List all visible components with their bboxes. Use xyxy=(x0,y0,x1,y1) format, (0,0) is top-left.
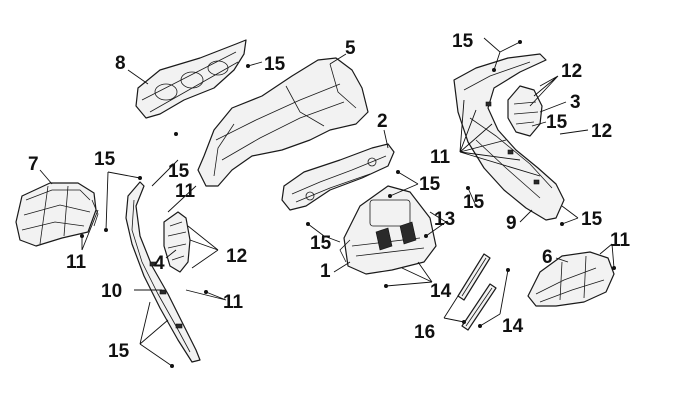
callout-12-upper-right: 12 xyxy=(561,61,582,82)
callout-15-left-top: 15 xyxy=(94,149,116,170)
callout-15-centre: 15 xyxy=(419,174,441,195)
part-16-rods xyxy=(457,253,497,331)
callout-14-right: 14 xyxy=(502,316,524,337)
part-2-dash-frame xyxy=(281,143,395,211)
callout-15-top-left: 15 xyxy=(264,54,286,75)
part-10-trim-strip xyxy=(125,181,201,363)
callout-15-far-right: 15 xyxy=(581,209,603,230)
fastener-pins xyxy=(80,40,616,368)
callout-4: 4 xyxy=(154,253,165,274)
part-1-center-housing xyxy=(339,185,437,275)
callout-12-right: 12 xyxy=(591,121,612,142)
part-4-bracket xyxy=(163,211,191,273)
callout-15-top-right: 15 xyxy=(452,31,474,52)
callout-15-centre-left: 15 xyxy=(168,161,190,182)
callout-15-right-mid: 15 xyxy=(546,112,568,133)
callout-13: 13 xyxy=(434,209,455,230)
callout-11-right-cluster: 11 xyxy=(430,147,451,168)
callout-14-centre: 14 xyxy=(430,281,452,302)
callout-10: 10 xyxy=(101,281,122,302)
callout-15-housing-left: 15 xyxy=(310,233,332,254)
callout-16: 16 xyxy=(414,322,435,343)
callout-6: 6 xyxy=(542,247,553,268)
callout-3: 3 xyxy=(570,92,581,113)
part-6-right-side-cover xyxy=(527,251,615,307)
part-7-left-side-cover xyxy=(15,182,99,247)
callout-15-bottom-left: 15 xyxy=(108,341,130,362)
callout-2: 2 xyxy=(377,111,388,132)
callout-5: 5 xyxy=(345,38,356,59)
callout-11-left: 11 xyxy=(66,252,87,273)
part-5-upper-shroud xyxy=(197,57,369,187)
callout-11-bottom-right: 11 xyxy=(610,230,631,251)
callout-8: 8 xyxy=(115,53,126,74)
callout-1: 1 xyxy=(320,261,331,282)
callout-11-bottom: 11 xyxy=(223,292,244,313)
callout-15-mid-right: 15 xyxy=(463,192,485,213)
callout-11-left-mid: 11 xyxy=(175,181,196,202)
callout-labels: 15 8 5 15 12 3 15 12 2 7 15 11 15 11 15 … xyxy=(28,31,631,362)
part-9-right-side-panel xyxy=(453,53,565,221)
part-8-upper-panel xyxy=(135,39,247,119)
callout-12-left: 12 xyxy=(226,246,247,267)
callout-9: 9 xyxy=(506,213,517,234)
callout-7: 7 xyxy=(28,154,39,175)
leader-lines xyxy=(39,37,615,367)
